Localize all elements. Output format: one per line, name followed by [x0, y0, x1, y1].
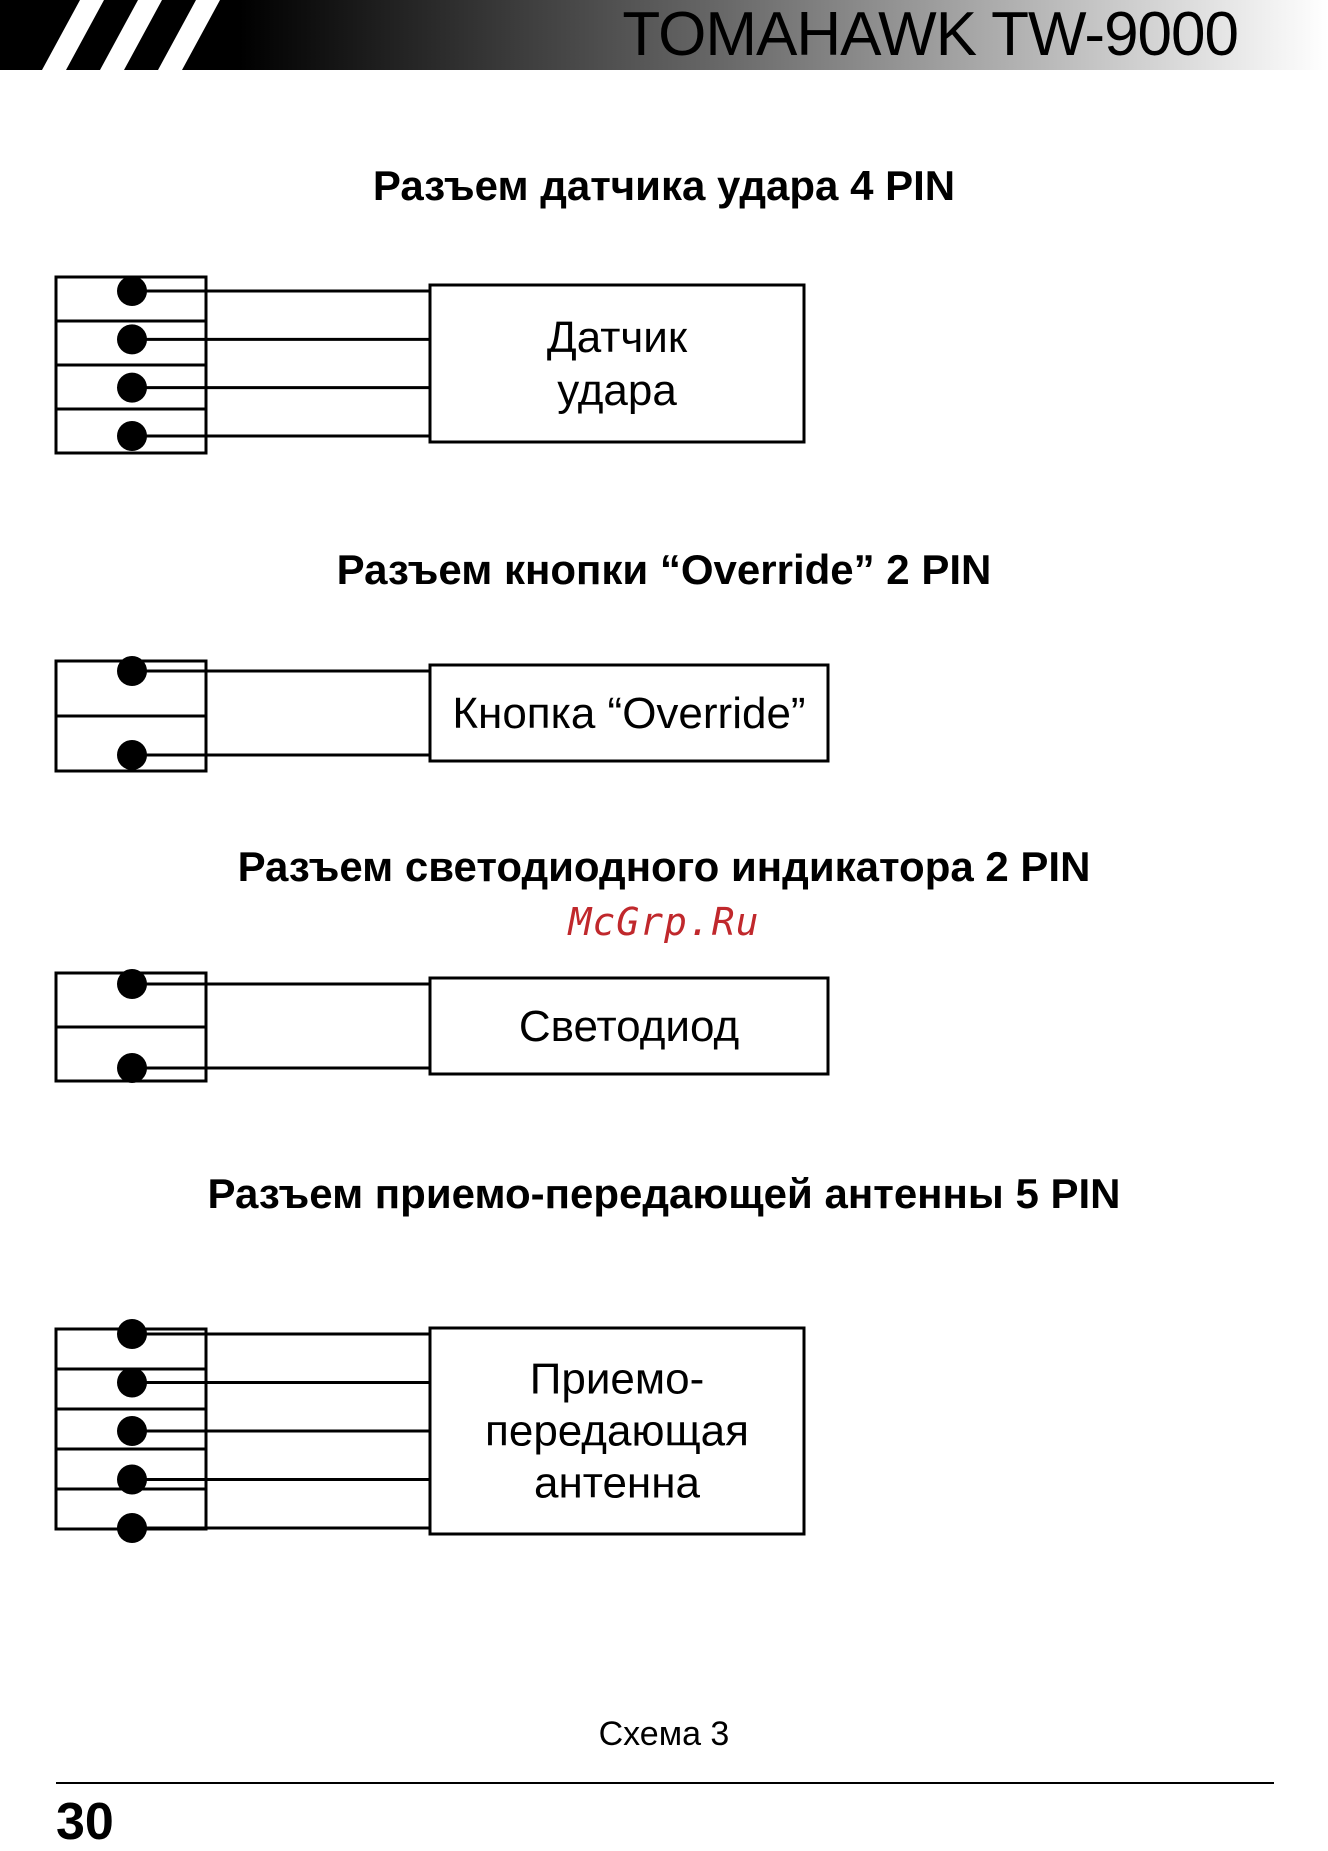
pin-dot: [117, 656, 147, 686]
module-label: Датчик: [547, 313, 688, 362]
footer-divider: [56, 1782, 1274, 1784]
pin-dot: [117, 969, 147, 999]
pin-dot: [117, 324, 147, 354]
pin-dot: [117, 421, 147, 451]
module-label: Светодиод: [519, 1002, 739, 1051]
pin-dot: [117, 1368, 147, 1398]
module-label: удара: [557, 366, 677, 415]
scheme-caption: Схема 3: [0, 1715, 1328, 1754]
connector-group: Светодиод: [56, 969, 828, 1083]
module-label: антенна: [534, 1459, 700, 1508]
pin-dot: [117, 1416, 147, 1446]
pin-dot: [117, 1465, 147, 1495]
pin-dot: [117, 1513, 147, 1543]
module-label: Кнопка “Override”: [452, 689, 805, 738]
pin-dot: [117, 740, 147, 770]
page-number: 30: [56, 1794, 114, 1850]
pin-dot: [117, 1319, 147, 1349]
connector-group: Кнопка “Override”: [56, 656, 828, 771]
module-box: [430, 285, 804, 442]
pin-dot: [117, 1053, 147, 1083]
pin-dot: [117, 276, 147, 306]
module-label: передающая: [485, 1407, 749, 1456]
pin-dot: [117, 373, 147, 403]
module-label: Приемо-: [530, 1355, 705, 1404]
